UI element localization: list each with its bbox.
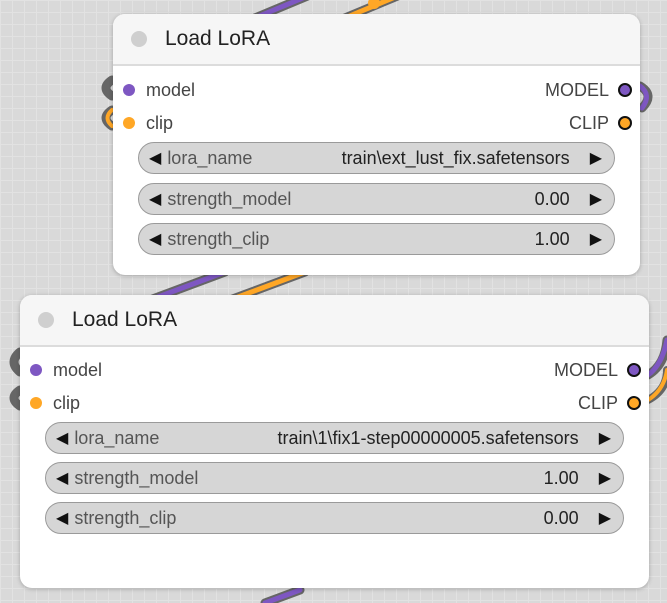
output-model[interactable]: MODEL (554, 358, 641, 382)
clip-socket-icon[interactable] (627, 396, 641, 410)
arrow-left-icon[interactable]: ◀ (56, 510, 69, 527)
load-lora-node-1[interactable]: Load LoRA model MODEL clip CLIP ◀ lora_na… (113, 14, 640, 275)
widget-lora-name[interactable]: ◀ lora_name train\ext_lust_fix.safetensors… (138, 142, 615, 174)
input-label: clip (146, 112, 174, 133)
widget-label: lora_name (167, 147, 253, 168)
arrow-left-icon[interactable]: ◀ (149, 150, 162, 167)
input-label: clip (53, 392, 81, 413)
widget-label: strength_model (74, 467, 199, 488)
widget-label: strength_clip (74, 507, 177, 528)
widget-value[interactable]: 1.00 (543, 467, 579, 488)
widget-strength-model[interactable]: ◀ strength_model 1.00 ▶ (45, 462, 624, 494)
arrow-right-icon[interactable]: ▶ (598, 470, 611, 487)
node-header[interactable]: Load LoRA (113, 14, 640, 66)
output-label: CLIP (568, 112, 609, 133)
widget-label: strength_model (167, 188, 292, 209)
output-label: MODEL (544, 79, 609, 100)
arrow-left-icon[interactable]: ◀ (149, 191, 162, 208)
clip-socket-icon[interactable] (618, 116, 632, 130)
output-clip[interactable]: CLIP (569, 111, 632, 135)
model-socket-icon[interactable] (618, 83, 632, 97)
widget-label: strength_clip (167, 228, 270, 249)
arrow-left-icon[interactable]: ◀ (56, 430, 69, 447)
model-socket-icon[interactable] (627, 363, 641, 377)
output-model[interactable]: MODEL (545, 78, 632, 102)
arrow-right-icon[interactable]: ▶ (589, 150, 602, 167)
node-header[interactable]: Load LoRA (20, 295, 649, 347)
output-clip[interactable]: CLIP (578, 391, 641, 415)
input-model[interactable]: model (123, 78, 195, 102)
arrow-right-icon[interactable]: ▶ (589, 191, 602, 208)
node-title: Load LoRA (165, 27, 271, 50)
input-clip[interactable]: clip (123, 111, 173, 135)
collapse-dot-icon[interactable] (131, 31, 147, 47)
node-title: Load LoRA (72, 308, 178, 331)
input-clip[interactable]: clip (30, 391, 80, 415)
output-label: MODEL (553, 359, 618, 380)
arrow-left-icon[interactable]: ◀ (56, 470, 69, 487)
widget-strength-model[interactable]: ◀ strength_model 0.00 ▶ (138, 183, 615, 215)
widget-value[interactable]: 0.00 (534, 188, 570, 209)
arrow-left-icon[interactable]: ◀ (149, 231, 162, 248)
output-label: CLIP (577, 392, 618, 413)
arrow-right-icon[interactable]: ▶ (598, 430, 611, 447)
widget-value[interactable]: 1.00 (534, 228, 570, 249)
input-label: model (146, 79, 196, 100)
load-lora-node-2[interactable]: Load LoRA model MODEL clip CLIP ◀ lora_na… (20, 295, 649, 588)
arrow-right-icon[interactable]: ▶ (598, 510, 611, 527)
widget-strength-clip[interactable]: ◀ strength_clip 0.00 ▶ (45, 502, 624, 534)
clip-socket-icon[interactable] (30, 397, 42, 409)
widget-lora-name[interactable]: ◀ lora_name train\1\fix1-step00000005.safe… (45, 422, 624, 454)
widget-strength-clip[interactable]: ◀ strength_clip 1.00 ▶ (138, 223, 615, 255)
arrow-right-icon[interactable]: ▶ (589, 231, 602, 248)
widget-label: lora_name (74, 427, 160, 448)
collapse-dot-icon[interactable] (38, 312, 54, 328)
widget-value[interactable]: 0.00 (543, 507, 579, 528)
model-socket-icon[interactable] (123, 84, 135, 96)
widget-value[interactable]: train\1\fix1-step00000005.safetensors (277, 427, 579, 448)
model-socket-icon[interactable] (30, 364, 42, 376)
widget-value[interactable]: train\ext_lust_fix.safetensors (341, 147, 570, 168)
input-label: model (53, 359, 103, 380)
input-model[interactable]: model (30, 358, 102, 382)
clip-socket-icon[interactable] (123, 117, 135, 129)
